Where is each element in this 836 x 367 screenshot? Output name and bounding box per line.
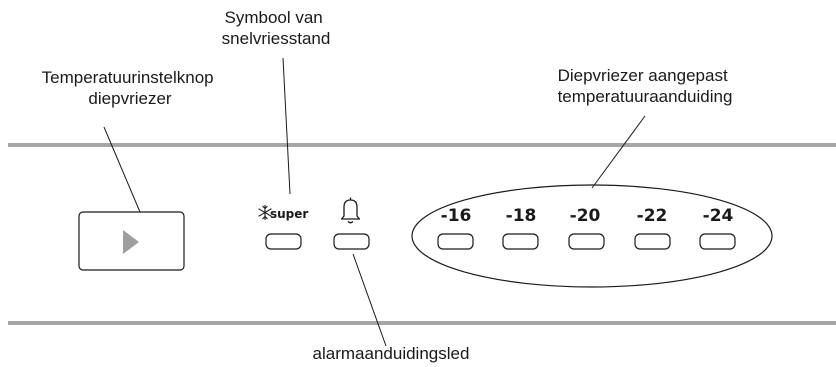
temp-label-minus-20: -20 [570,206,601,226]
adjusted-temp-leader [591,115,646,189]
temp-led-minus-24 [699,233,736,250]
alarm-led-leader [352,253,387,347]
temp-label-minus-18: -18 [506,206,537,226]
temp-label-minus-24: -24 [703,206,734,226]
temp-label-minus-16: -16 [441,206,472,226]
temp-led-minus-20 [568,233,605,250]
alarm-led [333,233,370,250]
super-freeze-led [265,233,302,250]
adjusted-temp-callout: Diepvriezer aangepast temperatuuraanduid… [558,66,733,106]
super-symbol-leader [282,57,291,195]
play-arrow-icon [123,230,139,254]
panel-top-edge [8,143,836,147]
temp-button-leader [103,126,141,213]
super-symbol-callout: Symbool van snelvriesstand [222,8,331,48]
temp-button-callout: Temperatuurinstelknop diepvriezer [42,68,219,108]
temp-led-minus-16 [437,233,474,250]
super-label: super [270,207,308,221]
temp-label-minus-22: -22 [637,206,668,226]
alarm-led-callout: alarmaanduidingsled [313,344,470,363]
temperature-indicator-group [411,184,773,288]
bell-icon [340,197,361,224]
panel-bottom-edge [8,321,836,325]
temp-led-minus-22 [634,233,671,250]
temp-led-minus-18 [502,233,539,250]
snowflake-icon [258,205,272,220]
